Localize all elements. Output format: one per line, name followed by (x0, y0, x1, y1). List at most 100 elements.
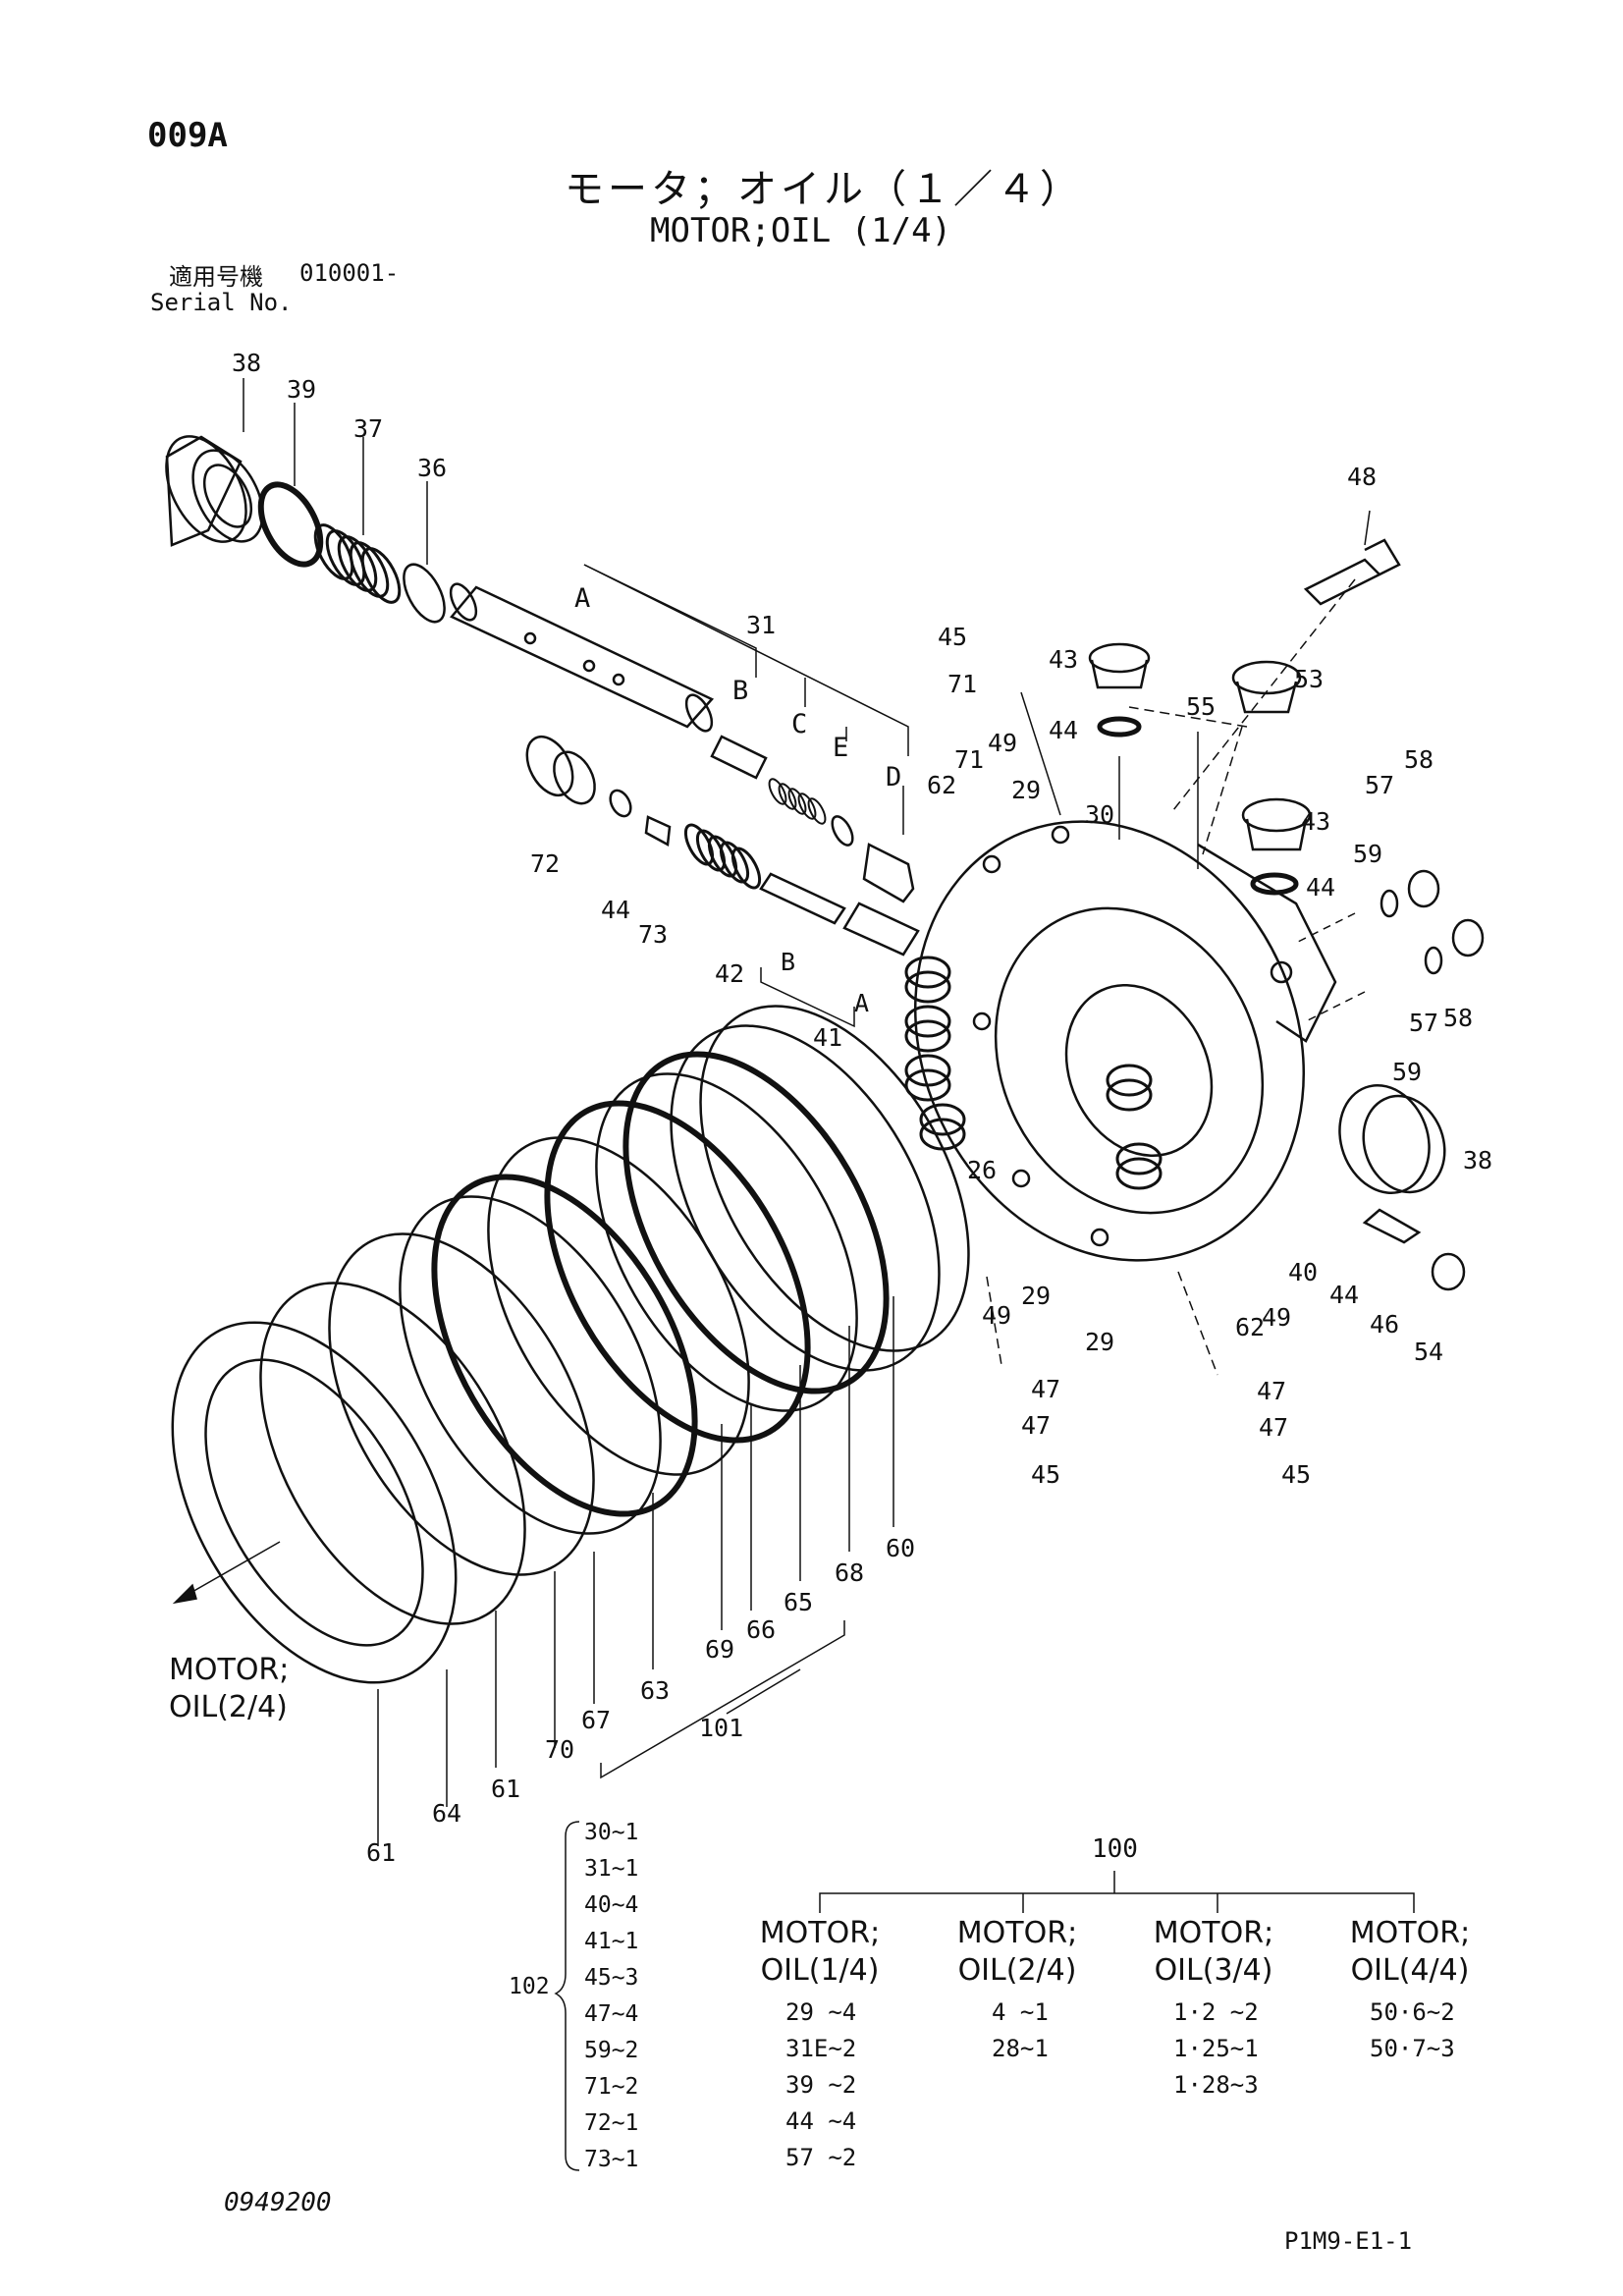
kit-100-row: 28~1 (992, 2035, 1049, 2062)
plug-part-72 (525, 735, 596, 805)
bolt-part-48 (1303, 538, 1401, 606)
page-code: 009A (147, 116, 228, 155)
kit-100-row: 44 ~4 (785, 2107, 857, 2135)
kit-100-row: 57 ~2 (785, 2144, 857, 2171)
ring-stack-61 (171, 1321, 458, 1684)
motor-oil-2-4-link: MOTOR; OIL(2/4) (169, 1652, 289, 1726)
part-callout-43: 43 (1301, 807, 1330, 836)
part-callout-57: 57 (1365, 771, 1394, 799)
col-head-line: OIL(1/4) (760, 1953, 880, 1988)
kit-100-label: 100 (1092, 1834, 1138, 1864)
kit-102-item: 31~1 (584, 1856, 639, 1882)
part-callout-72: 72 (530, 849, 560, 878)
part-callout-47: 47 (1031, 1375, 1060, 1403)
spool-part-31 (449, 582, 715, 733)
ring-part-66 (595, 1072, 858, 1412)
col-head-line: MOTOR; (956, 1916, 1078, 1950)
kit-102-item: 40~4 (584, 1892, 639, 1918)
part-callout-65: 65 (784, 1588, 813, 1616)
part-callout-48: 48 (1347, 463, 1377, 491)
kit-100-row: 1·28~3 (1173, 2071, 1259, 2099)
kit-102-item: 59~2 (584, 2038, 639, 2063)
motor-link-line-1: MOTOR; (169, 1653, 290, 1687)
part-callout-41: 41 (813, 1023, 842, 1052)
part-callout-44: 44 (1329, 1281, 1359, 1309)
part-callout-38: 38 (232, 349, 261, 377)
sub-part-letter-A: A (574, 583, 590, 614)
col-head-line: MOTOR; (759, 1916, 881, 1950)
part-callout-49: 49 (988, 729, 1017, 757)
kit-102-item: 71~2 (584, 2074, 639, 2100)
oring-part-67 (431, 1174, 698, 1517)
oring-part-69 (544, 1100, 811, 1444)
sub-part-letter-B: B (732, 676, 748, 706)
kit-102-item: 47~4 (584, 2001, 639, 2027)
oring-part-57-b (1424, 946, 1443, 975)
part-callout-55: 55 (1186, 692, 1216, 721)
part-callout-31: 31 (746, 611, 776, 639)
part-callout-57: 57 (1409, 1009, 1438, 1037)
part-callout-38: 38 (1463, 1146, 1492, 1175)
valve-part-73 (644, 815, 672, 847)
plug-part-58 (1407, 869, 1440, 908)
part-callout-101: 101 (699, 1714, 743, 1742)
part-callout-54: 54 (1414, 1338, 1443, 1366)
ring-part-64 (259, 1282, 526, 1625)
kit-102-item: 73~1 (584, 2147, 639, 2172)
part-callout-43: 43 (1049, 645, 1078, 674)
part-callout-69: 69 (705, 1635, 734, 1664)
kit-100-row: 4 ~1 (992, 1998, 1049, 2026)
spring-part-42 (683, 823, 762, 890)
part-callout-64: 64 (432, 1799, 461, 1828)
part-callout-45: 45 (1031, 1460, 1060, 1489)
spring-part-37 (313, 523, 402, 604)
kit-102-item: 72~1 (584, 2110, 639, 2136)
part-callout-70: 70 (545, 1735, 574, 1764)
part-callout-59: 59 (1353, 840, 1382, 868)
sub-part-letter-D: D (886, 762, 901, 793)
drawing-number: 0949200 (224, 2188, 332, 2217)
part-callout-53: 53 (1294, 665, 1324, 693)
kit-102-label: 102 (509, 1974, 550, 1999)
part-callout-58: 58 (1404, 745, 1434, 774)
plug-part-58-b (1451, 918, 1485, 957)
col-head-line: MOTOR; (1153, 1916, 1274, 1950)
plug-part-D (862, 843, 915, 903)
motor-link-line-2: OIL(2/4) (169, 1690, 288, 1724)
kit-100-col-1-head: MOTOR; OIL(1/4) (751, 1915, 889, 1990)
kit-102-item: 41~1 (584, 1929, 639, 1954)
ring-part-70 (399, 1195, 662, 1535)
kit-100-col-2-head: MOTOR; OIL(2/4) (948, 1915, 1086, 1990)
kit-100-row: 39 ~2 (785, 2071, 857, 2099)
page-id: P1M9-E1-1 (1284, 2227, 1413, 2255)
piston-part-41 (759, 872, 846, 925)
ring-part-61b (328, 1232, 595, 1576)
part-callout-30: 30 (1085, 800, 1114, 829)
part-callout-62: 62 (927, 771, 956, 799)
part-callout-62: 62 (1235, 1313, 1265, 1341)
spring-cluster-62 (904, 956, 1163, 1190)
fitting-part-46 (1362, 1208, 1422, 1244)
kit-102-item: 45~3 (584, 1965, 639, 1991)
serial-value: 010001- (299, 259, 400, 287)
part-callout-71: 71 (947, 670, 977, 698)
kit-100-row: 1·25~1 (1173, 2035, 1259, 2062)
part-callout-37: 37 (353, 414, 383, 443)
cap-part-38-right (1338, 1084, 1446, 1194)
oring-part-65 (622, 1051, 890, 1394)
washer-part-36 (403, 563, 446, 624)
plunger-part-41 (842, 902, 920, 957)
part-callout-42: 42 (715, 959, 744, 988)
page-title-jp: モータ；オイル（１／４） (565, 167, 1083, 212)
part-callout-29: 29 (1085, 1328, 1114, 1356)
cap-part-38 (165, 435, 264, 547)
part-callout-29: 29 (1011, 776, 1041, 804)
part-callout-45: 45 (938, 623, 967, 651)
col-head-line: OIL(4/4) (1350, 1953, 1470, 1988)
part-callout-58: 58 (1443, 1004, 1473, 1032)
ring-part-E (831, 815, 854, 847)
cap-part-43-right (1241, 797, 1312, 896)
part-callout-47: 47 (1259, 1413, 1288, 1442)
part-callout-44: 44 (601, 896, 630, 924)
